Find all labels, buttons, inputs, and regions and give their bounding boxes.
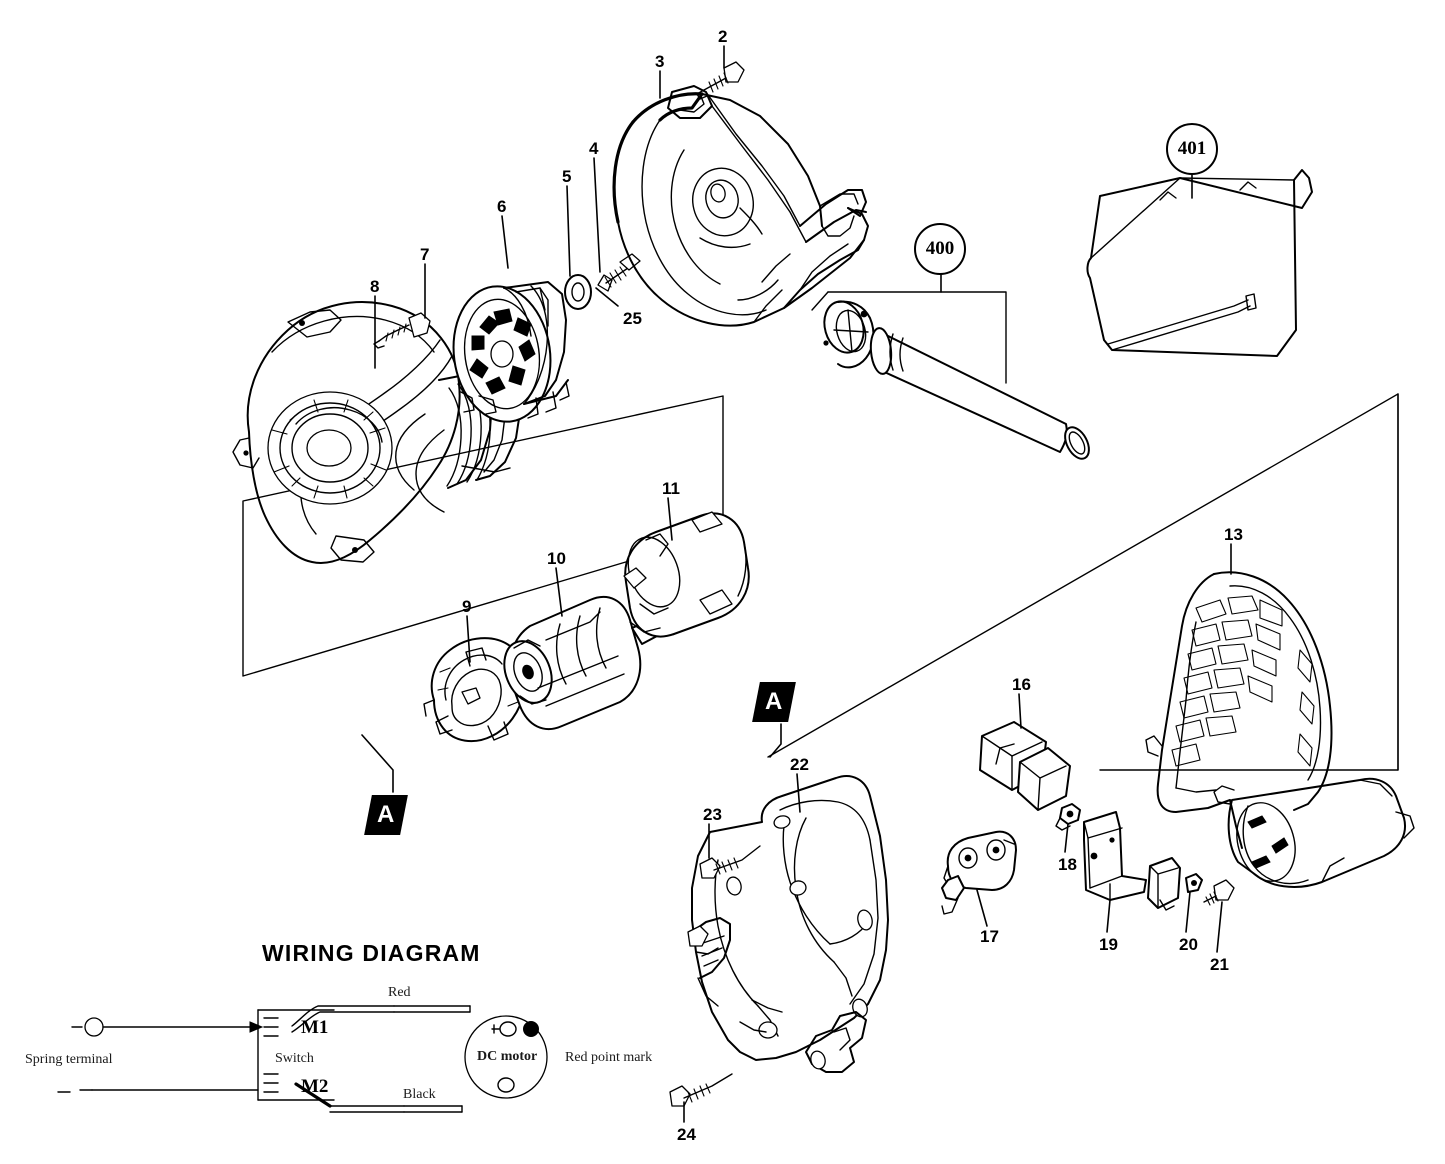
- part-label-18: 18: [1058, 855, 1077, 874]
- terminal-m2-label: M2: [301, 1076, 329, 1097]
- part-label-22: 22: [790, 755, 809, 774]
- part-19-bracket: [1083, 811, 1147, 901]
- part-label-11: 11: [662, 479, 680, 498]
- part-13-handle-housing: [1145, 571, 1415, 888]
- part-label-3: 3: [655, 52, 665, 71]
- part-18-nut: [1055, 803, 1081, 831]
- part-21-screw: [1203, 879, 1235, 906]
- part-label-16: 16: [1012, 675, 1031, 694]
- wiring-diagram-title: WIRING DIAGRAM: [262, 940, 481, 966]
- part-label-5: 5: [562, 167, 572, 186]
- wire-black-label: Black: [403, 1087, 436, 1102]
- part-6-impeller: [452, 281, 570, 423]
- part-label-4: 4: [589, 139, 599, 158]
- part-label-25: 25: [623, 309, 642, 328]
- red-point-mark-label: Red point mark: [565, 1050, 653, 1065]
- wire-red-label: Red: [388, 985, 411, 1000]
- part-5-washer: [564, 274, 592, 310]
- part-label-24: 24: [677, 1125, 696, 1144]
- callout-badge-400-label: 400: [925, 238, 955, 259]
- spring-terminal-label: Spring terminal: [25, 1052, 113, 1067]
- part-23-screw: [699, 845, 761, 879]
- leader-lines: [361, 45, 1232, 1123]
- dc-motor-label: DC motor: [477, 1049, 538, 1064]
- part-label-20: 20: [1179, 935, 1198, 954]
- callout-400-nozzle-assembly: [811, 291, 1090, 460]
- part-2-screw: [696, 61, 745, 100]
- part-label-19: 19: [1099, 935, 1118, 954]
- detail-panel-right: [767, 393, 1399, 771]
- wiring-diagram-linework: [57, 1005, 548, 1113]
- part-label-17: 17: [980, 927, 999, 946]
- callout-badge-401-label: 401: [1177, 138, 1207, 159]
- part-7-screw: [373, 312, 431, 349]
- part-label-8: 8: [370, 277, 380, 296]
- part-10-armature: [503, 595, 674, 731]
- callout-badge-401: 401: [1166, 123, 1218, 175]
- part-label-10: 10: [547, 549, 566, 568]
- section-marker-a-left-label: A: [377, 801, 395, 828]
- switch-label: Switch: [275, 1051, 314, 1066]
- part-9-motor-end-bell: [423, 637, 529, 743]
- part-label-13: 13: [1224, 525, 1243, 544]
- part-label-7: 7: [420, 245, 430, 264]
- terminal-m1-label: M1: [301, 1017, 329, 1038]
- part-label-21: 21: [1210, 955, 1229, 974]
- callout-badge-400: 400: [914, 223, 966, 275]
- callout-401-cover: [1086, 169, 1313, 357]
- part-label-9: 9: [462, 597, 472, 616]
- part-20-terminal-block: [1147, 857, 1203, 911]
- part-16-carbon-brush: [979, 721, 1071, 811]
- part-22-motor-housing: [687, 775, 889, 1073]
- part-3-volute-cover: [612, 85, 869, 327]
- part-4-screw: [597, 253, 641, 292]
- part-24-screw: [669, 1073, 733, 1107]
- part-17-switch: [941, 830, 1017, 915]
- part-label-6: 6: [497, 197, 507, 216]
- section-marker-a-right-label: A: [765, 688, 783, 715]
- part-11-field-ring: [623, 511, 750, 638]
- part-label-23: 23: [703, 805, 722, 824]
- part-label-2: 2: [718, 27, 728, 46]
